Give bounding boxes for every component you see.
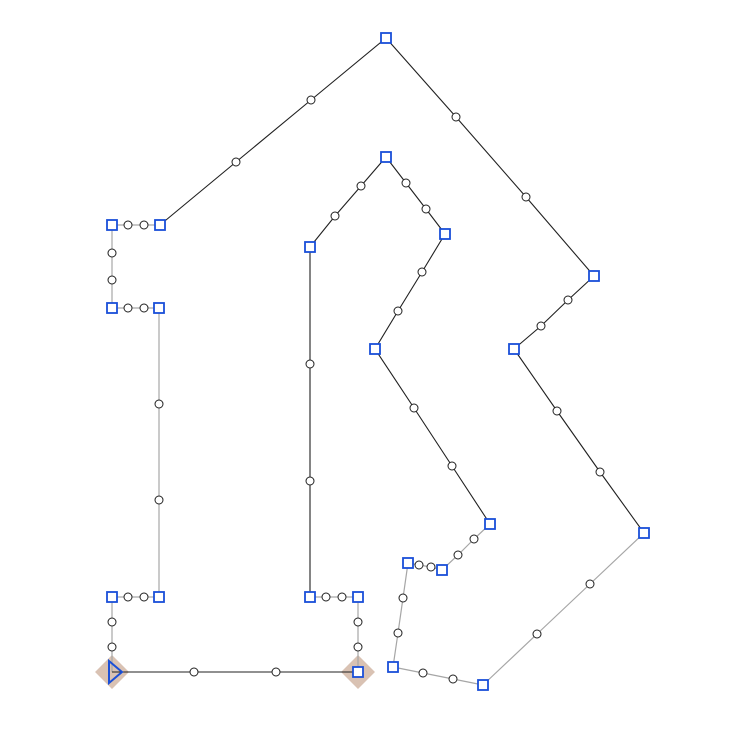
path-segment[interactable] <box>482 532 645 686</box>
control-handles <box>107 95 605 684</box>
path-segment[interactable] <box>374 233 446 350</box>
path-segment[interactable] <box>309 156 387 248</box>
control-handle[interactable] <box>305 359 315 369</box>
anchor-square-icon[interactable] <box>154 219 166 231</box>
anchor-square-icon[interactable] <box>304 591 316 603</box>
anchor-square-icon[interactable] <box>380 151 392 163</box>
anchor-square-icon[interactable] <box>436 564 448 576</box>
control-handle[interactable] <box>552 406 562 416</box>
path-segment[interactable] <box>392 666 484 686</box>
anchor-square-icon[interactable] <box>508 343 520 355</box>
control-handle[interactable] <box>393 306 403 316</box>
control-handle[interactable] <box>398 593 408 603</box>
control-handle[interactable] <box>426 562 436 572</box>
anchor-square-icon[interactable] <box>477 679 489 691</box>
control-handle[interactable] <box>107 248 117 258</box>
control-handle[interactable] <box>107 617 117 627</box>
control-handle[interactable] <box>353 617 363 627</box>
control-handle[interactable] <box>414 560 424 570</box>
control-handle[interactable] <box>139 303 149 313</box>
control-handle[interactable] <box>447 461 457 471</box>
path-segment[interactable] <box>159 37 387 226</box>
path-segment[interactable] <box>513 348 645 534</box>
anchor-square-icon[interactable] <box>106 219 118 231</box>
path-segment[interactable] <box>513 275 595 350</box>
control-handle[interactable] <box>417 267 427 277</box>
path-segments <box>111 37 645 686</box>
path-segment[interactable] <box>385 156 446 235</box>
anchor-square-icon[interactable] <box>352 591 364 603</box>
control-handle[interactable] <box>401 178 411 188</box>
control-handle[interactable] <box>453 550 463 560</box>
anchor-square-icon[interactable] <box>352 666 364 678</box>
anchor-square-icon[interactable] <box>304 241 316 253</box>
anchor-square-icon[interactable] <box>106 591 118 603</box>
control-handle[interactable] <box>306 95 316 105</box>
path-segment[interactable] <box>374 348 491 525</box>
control-handle[interactable] <box>271 667 281 677</box>
control-handle[interactable] <box>418 668 428 678</box>
control-handle[interactable] <box>231 157 241 167</box>
control-handle[interactable] <box>595 467 605 477</box>
control-handle[interactable] <box>448 674 458 684</box>
control-handle[interactable] <box>585 579 595 589</box>
control-handle[interactable] <box>409 403 419 413</box>
anchor-square-icon[interactable] <box>638 527 650 539</box>
anchor-square-icon[interactable] <box>402 557 414 569</box>
anchor-square-icon[interactable] <box>588 270 600 282</box>
anchor-square-icon[interactable] <box>153 591 165 603</box>
control-handle[interactable] <box>521 192 531 202</box>
anchor-square-icon[interactable] <box>106 302 118 314</box>
anchor-square-icon[interactable] <box>484 518 496 530</box>
control-handle[interactable] <box>321 592 331 602</box>
control-handle[interactable] <box>123 303 133 313</box>
control-handle[interactable] <box>353 642 363 652</box>
path-segment[interactable] <box>385 37 595 277</box>
control-handle[interactable] <box>532 629 542 639</box>
control-handle[interactable] <box>107 275 117 285</box>
control-handle[interactable] <box>421 204 431 214</box>
anchor-square-icon[interactable] <box>369 343 381 355</box>
control-handle[interactable] <box>356 181 366 191</box>
control-handle[interactable] <box>123 220 133 230</box>
control-handle[interactable] <box>337 592 347 602</box>
control-handle[interactable] <box>139 220 149 230</box>
control-handle[interactable] <box>305 476 315 486</box>
anchor-square-icon[interactable] <box>380 32 392 44</box>
control-handle[interactable] <box>330 211 340 221</box>
control-handle[interactable] <box>154 399 164 409</box>
control-handle[interactable] <box>469 534 479 544</box>
control-handle[interactable] <box>139 592 149 602</box>
control-handle[interactable] <box>393 628 403 638</box>
control-handle[interactable] <box>451 112 461 122</box>
path-segment[interactable] <box>392 562 409 668</box>
start-marker <box>108 658 124 686</box>
control-handle[interactable] <box>536 321 546 331</box>
control-handle[interactable] <box>189 667 199 677</box>
anchor-square-icon[interactable] <box>439 228 451 240</box>
path-segment[interactable] <box>441 523 491 571</box>
start-point-triangle-icon[interactable] <box>108 658 124 686</box>
anchor-square-icon[interactable] <box>153 302 165 314</box>
control-handle[interactable] <box>563 295 573 305</box>
control-handle[interactable] <box>123 592 133 602</box>
anchor-square-icon[interactable] <box>387 661 399 673</box>
control-handle[interactable] <box>107 642 117 652</box>
anchor-points <box>106 32 650 691</box>
control-handle[interactable] <box>154 495 164 505</box>
